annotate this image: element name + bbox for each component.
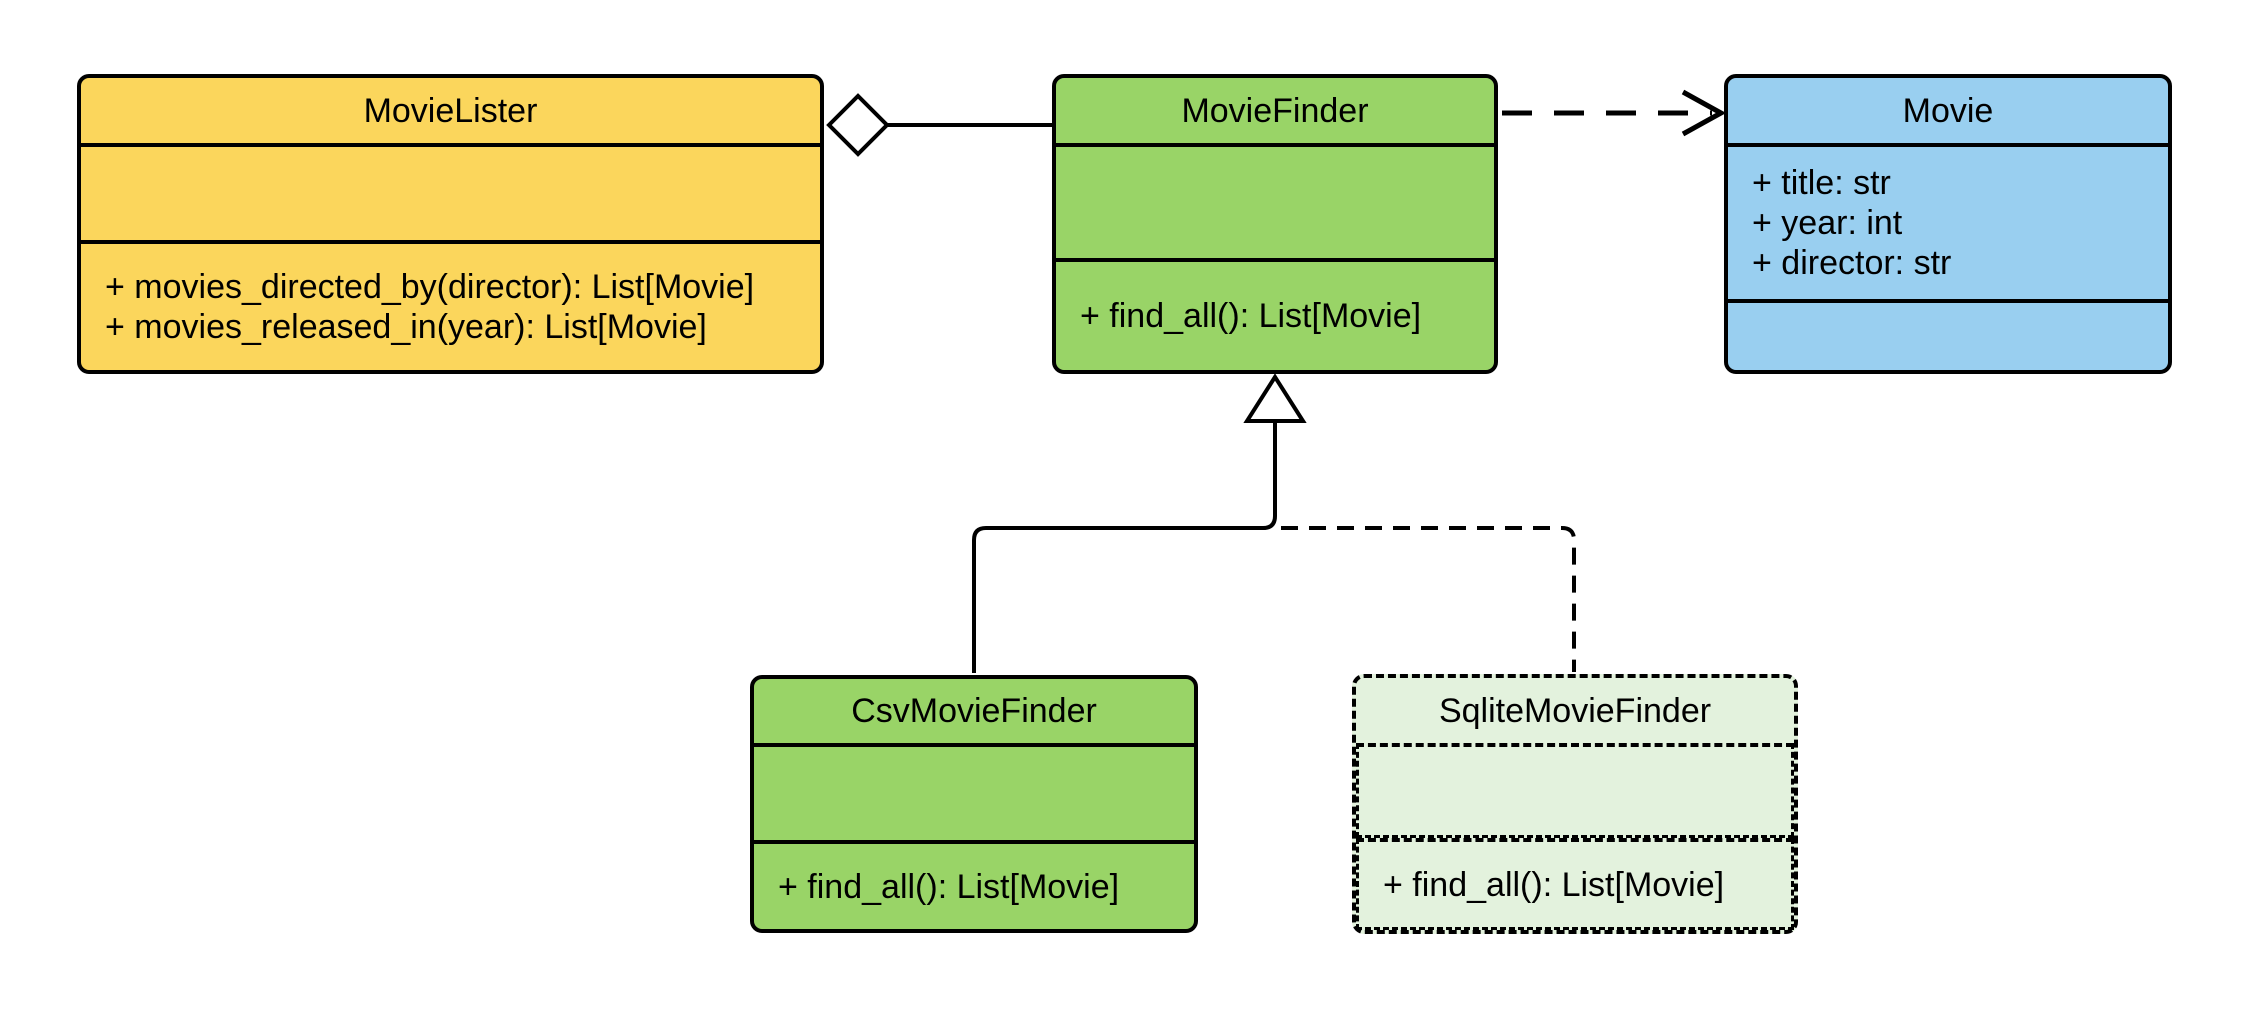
class-title: SqliteMovieFinder — [1356, 678, 1794, 743]
methods-compartment: + find_all(): List[Movie] — [1356, 838, 1794, 930]
attributes-compartment — [81, 143, 820, 240]
aggregation-connector-movielister-moviefinder — [826, 93, 1052, 157]
attributes-compartment — [1356, 743, 1794, 838]
dependency-connector-moviefinder-movie — [1502, 89, 1727, 137]
method-label: + find_all(): List[Movie] — [1080, 297, 1422, 335]
methods-compartment — [1728, 299, 2168, 370]
class-name-label: Movie — [1902, 91, 1994, 130]
class-movie: Movie + title: str + year: int + directo… — [1724, 74, 2172, 374]
class-title: MovieFinder — [1056, 78, 1494, 143]
class-title: MovieLister — [81, 78, 820, 143]
class-sqlitemoviefinder: SqliteMovieFinder + find_all(): List[Mov… — [1352, 674, 1798, 934]
method-label: + find_all(): List[Movie] — [1383, 865, 1725, 904]
inheritance-connector-csvmoviefinder-moviefinder — [972, 421, 1277, 673]
attributes-compartment — [1056, 143, 1494, 258]
methods-compartment: + movies_directed_by(director): List[Mov… — [81, 240, 820, 370]
inheritance-connector-sqlitemoviefinder-moviefinder-dashed — [1281, 526, 1576, 672]
method-label: + movies_directed_by(director): List[Mov… — [105, 268, 755, 306]
methods-compartment: + find_all(): List[Movie] — [754, 840, 1194, 929]
attribute-label: + title: str — [1752, 164, 1891, 202]
methods-compartment: + find_all(): List[Movie] — [1056, 258, 1494, 370]
class-title: CsvMovieFinder — [754, 679, 1194, 743]
attribute-label: + year: int — [1752, 204, 1903, 242]
aggregation-diamond-icon — [826, 93, 890, 157]
class-csvmoviefinder: CsvMovieFinder + find_all(): List[Movie] — [750, 675, 1198, 933]
inheritance-triangle-icon — [1243, 373, 1307, 423]
class-moviefinder: MovieFinder + find_all(): List[Movie] — [1052, 74, 1498, 374]
method-label: + find_all(): List[Movie] — [778, 867, 1120, 906]
class-name-label: MovieFinder — [1181, 91, 1369, 130]
class-movielister: MovieLister + movies_directed_by(directo… — [77, 74, 824, 374]
class-name-label: CsvMovieFinder — [851, 692, 1097, 730]
method-label: + movies_released_in(year): List[Movie] — [105, 308, 707, 346]
attributes-compartment — [754, 743, 1194, 840]
attribute-label: + director: str — [1752, 244, 1952, 282]
open-arrowhead-icon — [1681, 89, 1727, 137]
class-name-label: MovieLister — [363, 91, 538, 130]
class-name-label: SqliteMovieFinder — [1438, 691, 1712, 730]
class-title: Movie — [1728, 78, 2168, 143]
attributes-compartment: + title: str + year: int + director: str — [1728, 143, 2168, 299]
